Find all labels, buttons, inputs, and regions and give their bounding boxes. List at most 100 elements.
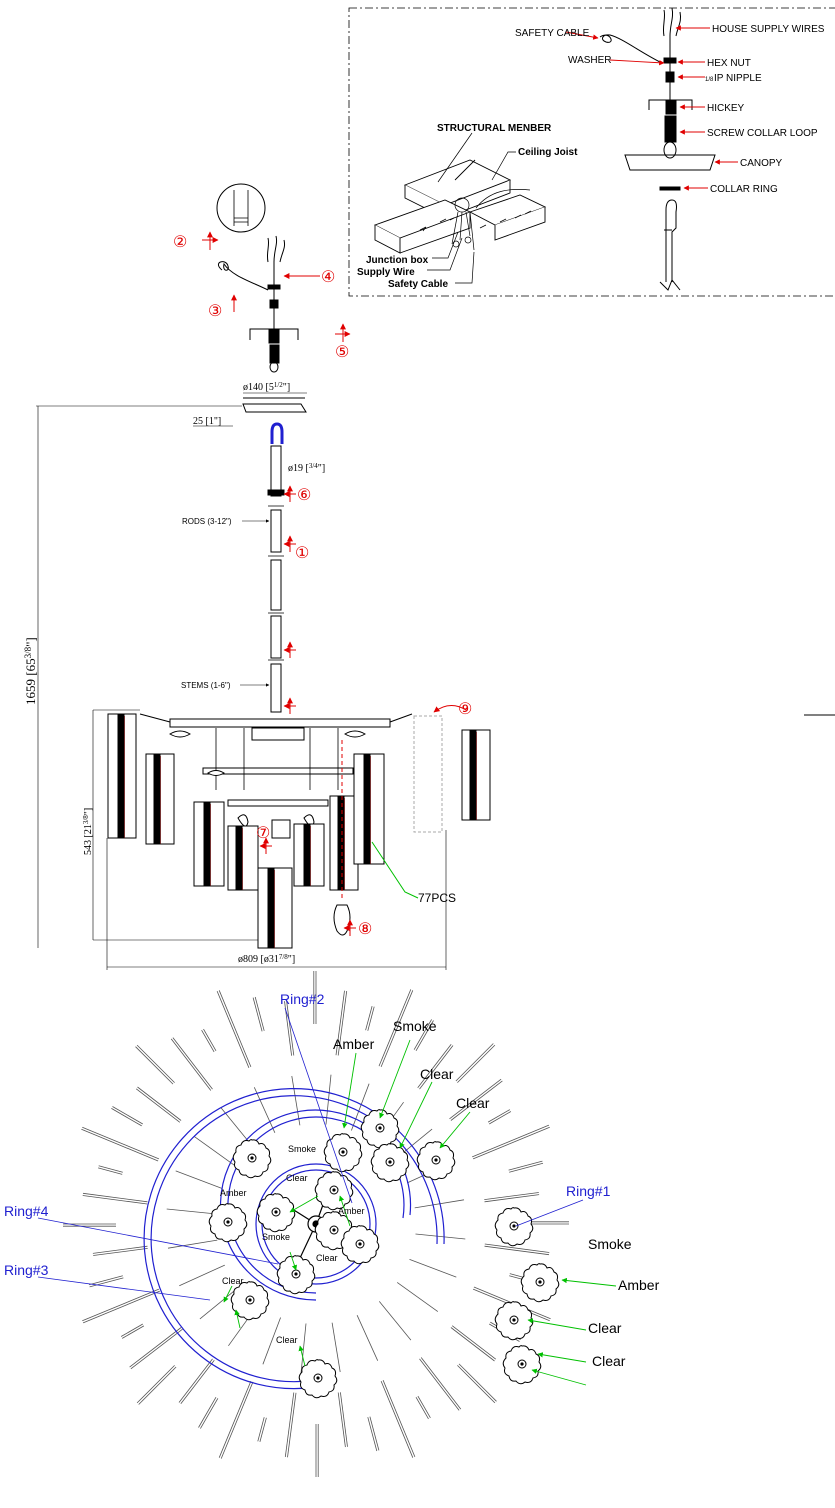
spoke xyxy=(380,1380,414,1458)
label-amber-top: Amber xyxy=(333,1036,375,1052)
spoke xyxy=(472,1124,550,1158)
canopy xyxy=(242,397,307,413)
spoke xyxy=(396,1282,439,1312)
step-markers-body: ⑥ ① ⑦ ⑧ ⑨ xyxy=(256,487,472,938)
label-clear-in4: Clear xyxy=(276,1335,298,1345)
label-smoke-in: Smoke xyxy=(288,1144,316,1154)
spoke xyxy=(175,1170,223,1189)
spoke xyxy=(254,996,265,1031)
spoke xyxy=(457,1044,496,1083)
spoke xyxy=(419,1358,460,1411)
ring-labels: Ring#1 Ring#2 Ring#3 Ring#4 xyxy=(4,991,611,1278)
ring-4-label: Ring#4 xyxy=(4,1203,49,1219)
spoke xyxy=(451,1325,497,1360)
spoke xyxy=(88,1275,123,1286)
spoke xyxy=(356,1315,379,1361)
spoke xyxy=(340,1392,348,1447)
crystal-piece xyxy=(276,1255,316,1295)
label-ceiling-joist: Ceiling Joist xyxy=(518,147,578,158)
spoke xyxy=(287,1392,297,1458)
label-clear-top2: Clear xyxy=(456,1095,490,1111)
spoke xyxy=(484,1192,539,1200)
spoke xyxy=(337,1392,346,1448)
crystal-labels-large: Amber Smoke Clear Clear Smoke Amber Clea… xyxy=(333,1018,660,1369)
spoke xyxy=(138,1366,177,1405)
step-4-marker: ④ xyxy=(321,269,335,286)
label-canopy: CANOPY xyxy=(740,158,783,169)
spoke xyxy=(487,1109,510,1123)
spoke xyxy=(82,1126,160,1160)
spoke xyxy=(180,1359,215,1405)
spoke xyxy=(179,1264,225,1287)
spoke xyxy=(351,1083,370,1131)
spoke xyxy=(420,1357,462,1410)
spoke xyxy=(129,1327,182,1368)
spoke xyxy=(178,1358,213,1403)
spoke xyxy=(82,1288,160,1322)
spoke xyxy=(93,1248,148,1256)
spoke xyxy=(337,990,348,1056)
spoke xyxy=(365,1005,373,1031)
spoke xyxy=(414,1199,465,1209)
spoke xyxy=(378,989,412,1067)
elevation-view: ø140 [51/2"] 25 [1"] ø19 [3/4"] RODS (3-… xyxy=(23,381,835,970)
spoke xyxy=(89,1277,124,1288)
label-smoke-r1: Smoke xyxy=(588,1236,632,1252)
label-ip-nipple-frac: 1/8 xyxy=(705,77,714,83)
spoke xyxy=(286,1000,295,1056)
crystal-labels-small: Smoke Amber Clear Amber Smoke Clear Clea… xyxy=(220,1144,365,1345)
spoke xyxy=(457,1365,496,1404)
collar-loop xyxy=(270,422,284,444)
spoke xyxy=(484,1194,540,1203)
spoke xyxy=(193,1136,236,1166)
crystal-piece xyxy=(232,1139,272,1179)
label-amber-in2: Amber xyxy=(220,1188,247,1198)
spoke xyxy=(458,1363,497,1402)
spoke xyxy=(82,1290,160,1324)
label-smoke-top: Smoke xyxy=(393,1018,437,1034)
dim-rod-dia: ø19 [3/4"] xyxy=(288,462,325,474)
hardware-stack xyxy=(599,7,716,291)
spoke xyxy=(450,1080,503,1121)
spoke xyxy=(199,1286,239,1320)
dim-canopy-dia: ø140 [51/2"] xyxy=(243,381,290,393)
spoke xyxy=(415,1233,466,1240)
spoke xyxy=(484,1243,550,1253)
spoke xyxy=(331,1322,341,1373)
step-6-marker: ⑥ xyxy=(297,487,311,504)
dim-body-dia: ø809 [ø317/8"] xyxy=(238,953,295,965)
spoke xyxy=(472,1126,550,1160)
label-amber-r1: Amber xyxy=(618,1277,660,1293)
step-1-marker: ① xyxy=(295,545,309,562)
crystal-piece xyxy=(494,1207,534,1247)
rods xyxy=(267,445,285,713)
crystal-piece xyxy=(520,1263,560,1303)
step-2-marker: ② xyxy=(173,234,187,251)
spoke xyxy=(198,1396,217,1428)
spoke xyxy=(508,1160,543,1171)
label-house-supply-wires: HOUSE SUPPLY WIRES xyxy=(712,24,825,35)
detail-labels: SAFETY CABLE WASHER HOUSE SUPPLY WIRES H… xyxy=(515,24,825,195)
spoke xyxy=(450,1327,495,1362)
ring-3-label: Ring#3 xyxy=(4,1262,49,1278)
spoke xyxy=(489,1111,512,1125)
spoke xyxy=(509,1162,544,1173)
spoke xyxy=(419,1045,454,1090)
crystal-piece xyxy=(494,1301,534,1341)
crystals xyxy=(208,1109,560,1399)
spoke xyxy=(257,1417,265,1442)
crystal-piece xyxy=(314,1171,354,1211)
spoke xyxy=(136,1044,175,1083)
spoke xyxy=(220,1381,254,1459)
spoke xyxy=(417,1395,431,1418)
spoke xyxy=(166,1208,217,1215)
spoke xyxy=(382,1380,416,1458)
spoke xyxy=(367,1006,375,1031)
crystal-piece xyxy=(502,1345,542,1385)
spoke xyxy=(200,1398,219,1429)
crystal-piece xyxy=(416,1141,456,1181)
crystal-piece xyxy=(256,1193,296,1233)
label-clear-top1: Clear xyxy=(420,1066,454,1082)
spoke xyxy=(259,1417,267,1443)
spoke xyxy=(449,1078,502,1120)
